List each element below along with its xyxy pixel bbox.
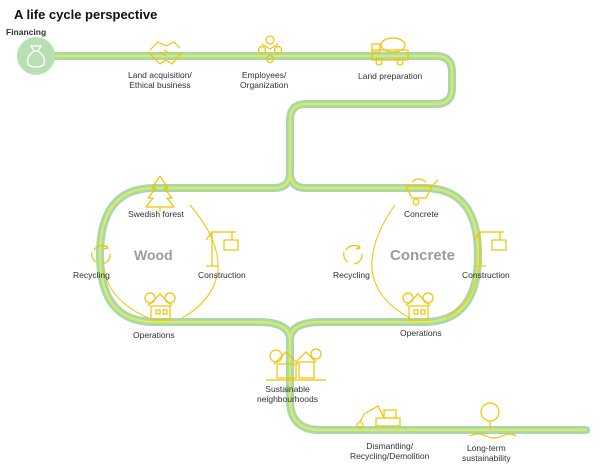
recycle-icon-left bbox=[91, 244, 111, 265]
label-land-preparation: Land preparation bbox=[358, 71, 423, 81]
label-financing: Financing bbox=[6, 27, 47, 37]
excavator-icon bbox=[356, 405, 401, 429]
crane-icon-right bbox=[473, 231, 507, 267]
financing-circle bbox=[17, 37, 55, 75]
label-dismantling: Dismantling/ Recycling/Demolition bbox=[350, 441, 430, 461]
road-path bbox=[32, 52, 590, 434]
label-construction-left: Construction bbox=[198, 270, 246, 280]
crane-icon-left bbox=[205, 231, 239, 267]
handshake-icon bbox=[147, 41, 183, 65]
label-recycling-right: Recycling bbox=[333, 270, 370, 280]
label-construction-right: Construction bbox=[462, 270, 510, 280]
neighbourhood-icon bbox=[266, 348, 326, 381]
inner-cycle-arcs bbox=[103, 204, 479, 319]
house-icon-right bbox=[402, 292, 434, 321]
employees-icon bbox=[257, 35, 283, 64]
label-recycling-left: Recycling bbox=[73, 270, 110, 280]
tree-water-icon bbox=[469, 402, 517, 439]
page-title: A life cycle perspective bbox=[14, 7, 158, 22]
label-land-acquisition: Land acquisition/ Ethical business bbox=[128, 70, 192, 90]
label-wood: Wood bbox=[134, 247, 173, 263]
label-swedish-forest: Swedish forest bbox=[128, 209, 184, 219]
label-sustainable-neighbourhoods: Sustainable neighbourhoods bbox=[257, 384, 318, 404]
tree-icon bbox=[145, 175, 175, 212]
money-bag-icon bbox=[26, 45, 46, 68]
recycle-icon-right bbox=[343, 244, 363, 265]
label-operations-right: Operations bbox=[400, 328, 442, 338]
label-concrete-big: Concrete bbox=[390, 247, 456, 264]
label-concrete: Concrete bbox=[404, 209, 439, 219]
wheelbarrow-icon bbox=[405, 178, 439, 206]
mixer-truck-icon bbox=[371, 37, 409, 66]
label-long-term: Long-term sustainability bbox=[462, 443, 511, 463]
label-employees: Employees/ Organization bbox=[240, 70, 289, 90]
label-operations-left: Operations bbox=[133, 330, 175, 340]
house-icon-left bbox=[144, 292, 176, 321]
